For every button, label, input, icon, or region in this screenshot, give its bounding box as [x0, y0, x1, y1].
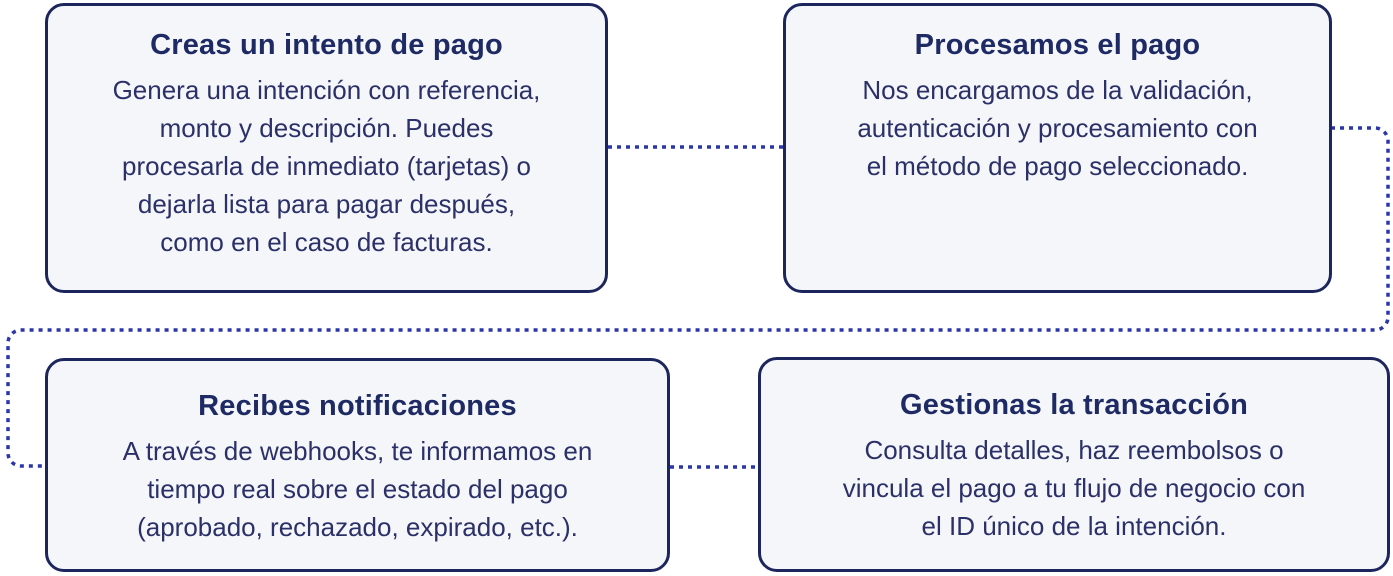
- step-description: Genera una intención con referencia, mon…: [112, 75, 541, 257]
- step-description: A través de webhooks, te informamos en t…: [122, 436, 593, 542]
- step-title: Procesamos el pago: [914, 29, 1201, 61]
- step-card-process-payment: Procesamos el pago Nos encargamos de la …: [783, 3, 1332, 293]
- step-title: Recibes notificaciones: [198, 390, 517, 422]
- step-title: Creas un intento de pago: [150, 29, 503, 61]
- step-card-create-intent: Creas un intento de pago Genera una inte…: [45, 3, 608, 293]
- connector-step2-to-step3: [6, 126, 1390, 468]
- step-description: Consulta detalles, haz reembolsos o vinc…: [842, 435, 1306, 541]
- step-title: Gestionas la transacción: [899, 389, 1249, 421]
- step-description: Nos encargamos de la validación, autenti…: [857, 75, 1258, 181]
- step-card-receive-notifications: Recibes notificaciones A través de webho…: [45, 358, 670, 572]
- step-card-manage-transaction: Gestionas la transacción Consulta detall…: [758, 357, 1390, 572]
